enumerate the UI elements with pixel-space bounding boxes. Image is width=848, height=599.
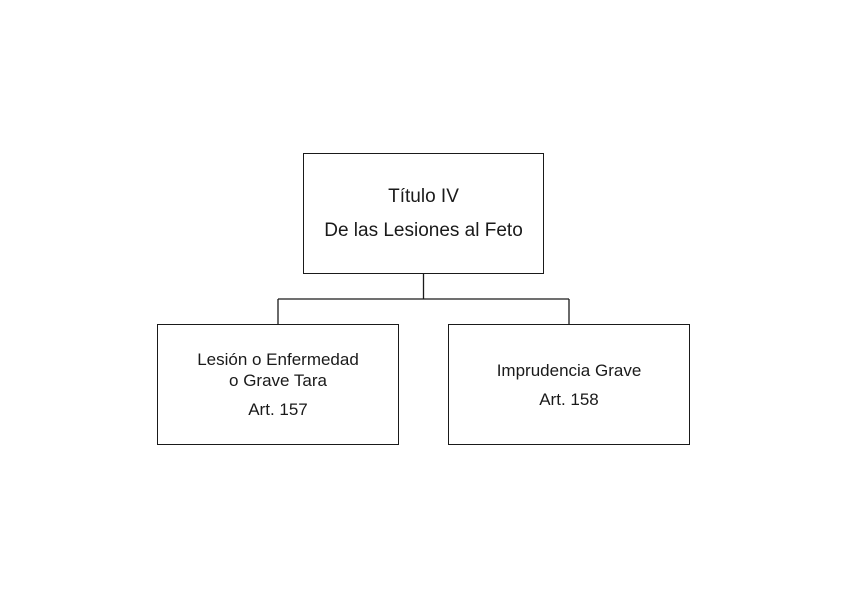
child-node-article: Art. 158 (539, 389, 599, 409)
child-node-art-158: Imprudencia Grave Art. 158 (448, 324, 690, 445)
child-node-label-line1: Lesión o Enfermedad (197, 350, 359, 369)
root-subtitle: De las Lesiones al Feto (324, 219, 523, 241)
child-node-label-line1: Imprudencia Grave (496, 360, 642, 380)
child-node-article: Art. 157 (248, 400, 308, 419)
root-node: Título IV De las Lesiones al Feto (303, 153, 544, 274)
child-node-art-157: Lesión o Enfermedad o Grave Tara Art. 15… (157, 324, 399, 445)
child-node-label-line2: o Grave Tara (229, 371, 327, 390)
root-title: Título IV (388, 185, 459, 207)
